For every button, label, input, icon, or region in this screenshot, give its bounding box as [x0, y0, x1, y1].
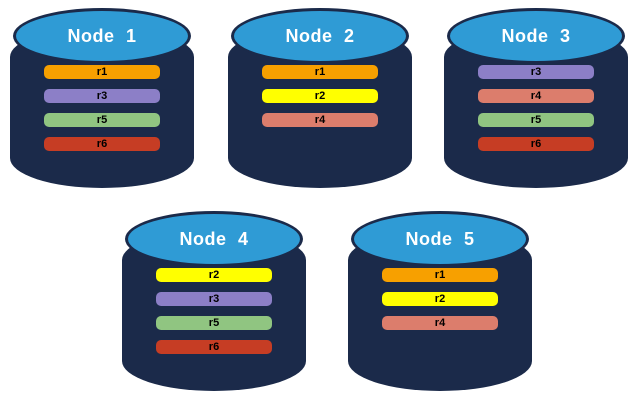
replica-bar-r3: r3 — [478, 65, 594, 79]
replica-bar-r2: r2 — [156, 268, 272, 282]
node-5-replica-list: r1 r2 r4 — [382, 268, 498, 330]
node-2-title: Node 2 — [285, 25, 355, 46]
replica-bar-r2: r2 — [382, 292, 498, 306]
replica-bar-r4: r4 — [382, 316, 498, 330]
node-1-cylinder-top: Node 1 — [13, 8, 191, 64]
replica-bar-r5: r5 — [44, 113, 160, 127]
node-5-cylinder: Node 5 r1 r2 r4 — [348, 210, 532, 391]
replica-bar-r5: r5 — [156, 316, 272, 330]
replica-bar-r3: r3 — [44, 89, 160, 103]
node-1-title: Node 1 — [67, 25, 137, 46]
replica-bar-r1: r1 — [262, 65, 378, 79]
node-3-cylinder: Node 3 r3 r4 r5 r6 — [444, 7, 628, 188]
replica-bar-r1: r1 — [44, 65, 160, 79]
replica-bar-r1: r1 — [382, 268, 498, 282]
replica-bar-r6: r6 — [156, 340, 272, 354]
replica-bar-r3: r3 — [156, 292, 272, 306]
replica-bar-r4: r4 — [262, 113, 378, 127]
replica-bar-r2: r2 — [262, 89, 378, 103]
replica-bar-r6: r6 — [44, 137, 160, 151]
node-5-cylinder-top: Node 5 — [351, 211, 529, 267]
node-5-title: Node 5 — [405, 228, 475, 249]
node-2-cylinder-top: Node 2 — [231, 8, 409, 64]
node-3-title: Node 3 — [501, 25, 571, 46]
replica-bar-r6: r6 — [478, 137, 594, 151]
node-4-cylinder-top: Node 4 — [125, 211, 303, 267]
node-4-replica-list: r2 r3 r5 r6 — [156, 268, 272, 354]
replica-bar-r5: r5 — [478, 113, 594, 127]
node-2-replica-list: r1 r2 r4 — [262, 65, 378, 127]
node-4-title: Node 4 — [179, 228, 249, 249]
node-2-cylinder: Node 2 r1 r2 r4 — [228, 7, 412, 188]
node-3-replica-list: r3 r4 r5 r6 — [478, 65, 594, 151]
replica-bar-r4: r4 — [478, 89, 594, 103]
node-1-replica-list: r1 r3 r5 r6 — [44, 65, 160, 151]
node-1-cylinder: Node 1 r1 r3 r5 r6 — [10, 7, 194, 188]
node-4-cylinder: Node 4 r2 r3 r5 r6 — [122, 210, 306, 391]
node-3-cylinder-top: Node 3 — [447, 8, 625, 64]
